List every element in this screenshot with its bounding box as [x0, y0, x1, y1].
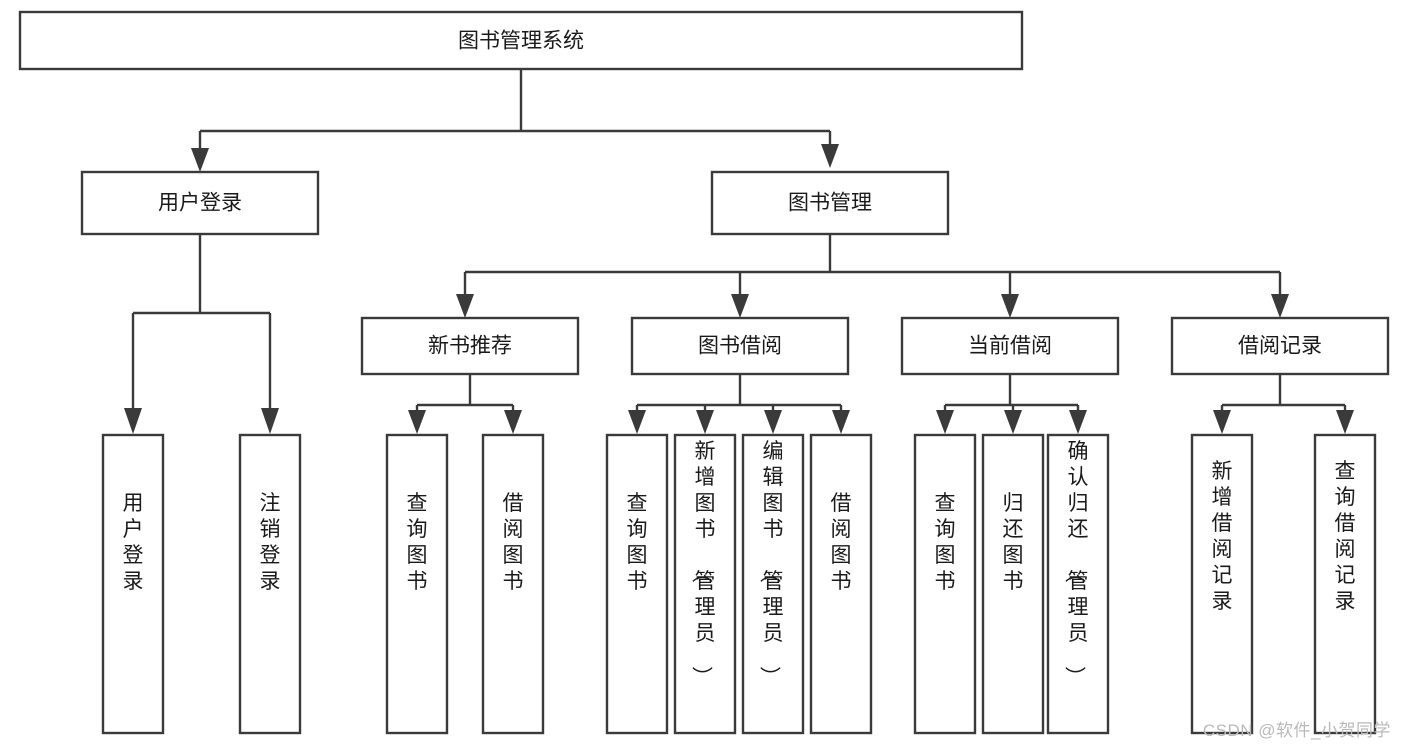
- connector-layer: [124, 69, 1354, 434]
- leaf-cb-confirm-return-box[interactable]: [1046, 433, 1110, 735]
- leaf-node[interactable]: 借阅图书: [481, 433, 545, 735]
- arrow-head-book-borrow: [731, 294, 749, 318]
- leaf-bb-borrow-book-box[interactable]: [809, 433, 873, 735]
- arrow-head-br-leaf-2: [1336, 410, 1354, 434]
- leaf-br-query-record-label: 查询借阅记录: [1335, 460, 1356, 613]
- arrow-head-br-leaf-1: [1213, 410, 1231, 434]
- node-root-box[interactable]: [18, 10, 1024, 71]
- node-new-book-recommend-box[interactable]: [360, 316, 580, 376]
- node-new-book-recommend[interactable]: 新书推荐: [360, 316, 580, 376]
- leaf-node[interactable]: 新增借阅记录: [1190, 433, 1254, 735]
- leaf-node[interactable]: 注销登录: [238, 433, 302, 735]
- leaf-cb-confirm-return-label: 确认归还（管理员）: [1063, 440, 1089, 687]
- leaf-node[interactable]: 查询图书: [385, 433, 449, 735]
- leaf-nbr-query-book-label: 查询图书: [407, 492, 428, 593]
- leaf-nbr-query-book-box[interactable]: [385, 433, 449, 735]
- leaf-user-login-box[interactable]: [101, 433, 165, 735]
- leaf-node[interactable]: 用户登录: [101, 433, 165, 735]
- arrow-head-cb-leaf-2: [1004, 410, 1022, 434]
- arrow-head-bb-leaf-1: [628, 410, 646, 434]
- arrow-head-nbr-leaf-2: [504, 410, 522, 434]
- node-borrow-record[interactable]: 借阅记录: [1170, 316, 1390, 376]
- leaf-bb-borrow-book-label: 借阅图书: [831, 492, 852, 593]
- node-current-borrow-box[interactable]: [900, 316, 1120, 376]
- leaf-cb-return-book-box[interactable]: [981, 433, 1045, 735]
- node-borrow-record-box[interactable]: [1170, 316, 1390, 376]
- leaf-node[interactable]: 查询图书: [605, 433, 669, 735]
- leaf-cb-query-book-label: 查询图书: [935, 492, 956, 593]
- node-current-borrow-label: 当前借阅: [968, 335, 1052, 358]
- arrow-head-bb-leaf-3: [764, 410, 782, 434]
- leaf-bb-edit-book-label: 编辑图书（管理员）: [758, 440, 784, 687]
- leaf-bb-query-book-label: 查询图书: [627, 492, 648, 593]
- node-book-manage[interactable]: 图书管理: [710, 170, 950, 236]
- leaf-node[interactable]: 编辑图书（管理员）: [741, 433, 805, 735]
- leaf-nbr-borrow-book-box[interactable]: [481, 433, 545, 735]
- node-current-borrow[interactable]: 当前借阅: [900, 316, 1120, 376]
- node-book-borrow-label: 图书借阅: [698, 335, 782, 358]
- node-new-book-recommend-label: 新书推荐: [428, 335, 512, 358]
- leaf-user-login-label: 用户登录: [123, 492, 144, 593]
- leaf-bb-add-book-label: 新增图书（管理员）: [690, 440, 716, 687]
- node-book-borrow[interactable]: 图书借阅: [630, 316, 850, 376]
- arrow-head-current-borrow: [1001, 294, 1019, 318]
- leaf-bb-add-book-box[interactable]: [673, 433, 737, 735]
- arrow-head-cb-leaf-3: [1069, 410, 1087, 434]
- arrow-head-bb-leaf-2: [696, 410, 714, 434]
- node-book-borrow-box[interactable]: [630, 316, 850, 376]
- leaf-cb-return-book-label: 归还图书: [1003, 492, 1024, 593]
- arrow-head-book-manage: [821, 144, 839, 168]
- arrow-head-new-book-recommend: [456, 294, 474, 318]
- node-borrow-record-label: 借阅记录: [1238, 335, 1322, 358]
- node-book-manage-box[interactable]: [710, 170, 950, 236]
- node-user-login-label: 用户登录: [158, 192, 242, 215]
- leaf-node[interactable]: 归还图书: [981, 433, 1045, 735]
- leaf-nbr-borrow-book-label: 借阅图书: [503, 492, 524, 593]
- node-book-manage-label: 图书管理: [788, 192, 872, 215]
- arrow-head-bb-leaf-4: [832, 410, 850, 434]
- leaf-logout-box[interactable]: [238, 433, 302, 735]
- leaf-node[interactable]: 确认归还（管理员）: [1046, 433, 1110, 735]
- leaf-br-add-record-box[interactable]: [1190, 433, 1254, 735]
- leaf-br-add-record-label: 新增借阅记录: [1212, 460, 1233, 613]
- leaf-node[interactable]: 查询借阅记录: [1313, 433, 1377, 735]
- leaf-logout-label: 注销登录: [260, 492, 281, 593]
- node-user-login[interactable]: 用户登录: [80, 170, 320, 236]
- arrow-head-leaf-logout: [261, 408, 279, 434]
- leaf-br-query-record-box[interactable]: [1313, 433, 1377, 735]
- leaf-node[interactable]: 查询图书: [913, 433, 977, 735]
- node-root[interactable]: 图书管理系统: [18, 10, 1024, 71]
- leaf-bb-edit-book-box[interactable]: [741, 433, 805, 735]
- arrow-head-nbr-leaf-1: [408, 410, 426, 434]
- leaf-node[interactable]: 新增图书（管理员）: [673, 433, 737, 735]
- arrow-head-borrow-record: [1271, 294, 1289, 318]
- node-user-login-box[interactable]: [80, 170, 320, 236]
- arrow-head-leaf-user-login: [124, 408, 142, 434]
- arrow-head-cb-leaf-1: [936, 410, 954, 434]
- leaf-bb-query-book-box[interactable]: [605, 433, 669, 735]
- leaf-node[interactable]: 借阅图书: [809, 433, 873, 735]
- leaf-cb-query-book-box[interactable]: [913, 433, 977, 735]
- node-root-label: 图书管理系统: [458, 30, 584, 53]
- arrow-head-user-login: [191, 148, 209, 172]
